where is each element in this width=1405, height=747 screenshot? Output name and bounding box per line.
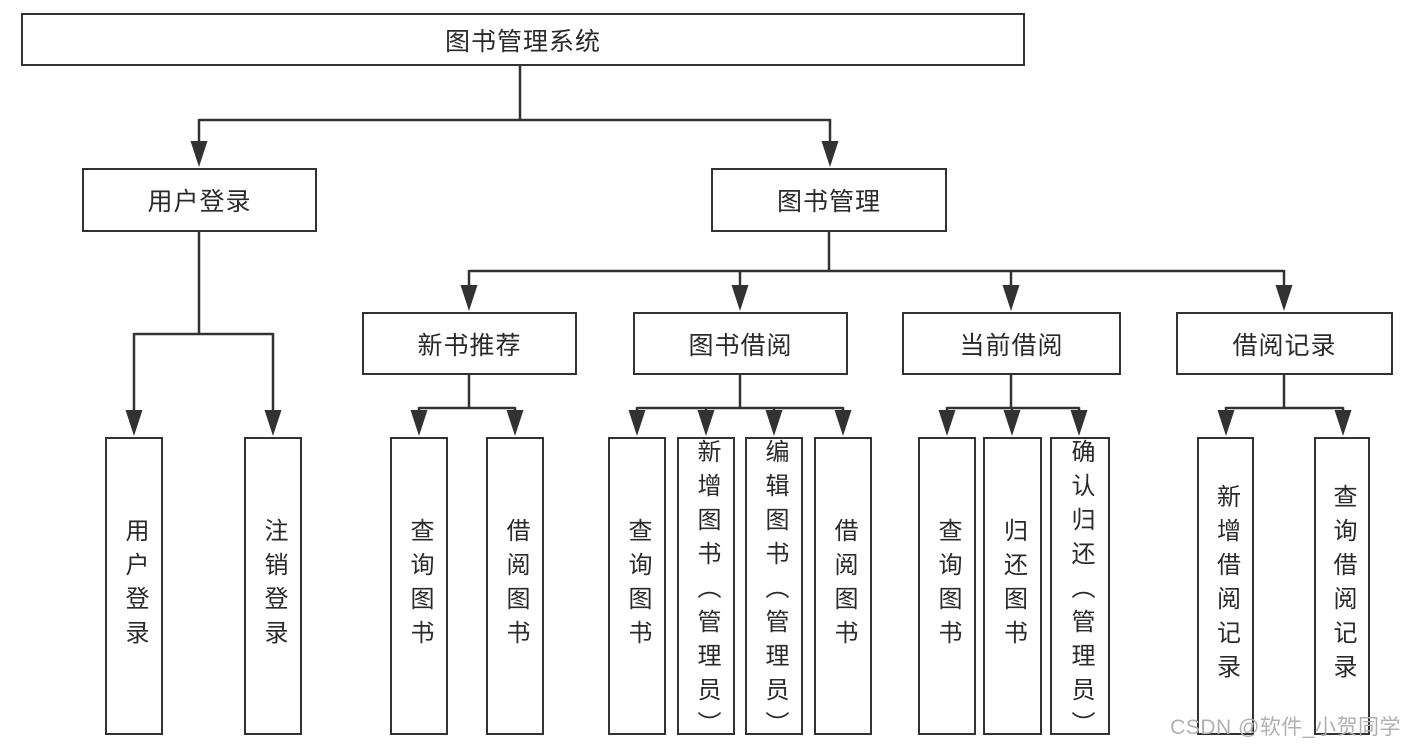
node-label: 当前借阅 bbox=[959, 331, 1064, 360]
node-label: 新书推荐 bbox=[417, 331, 522, 360]
leaf-label: 借阅图书 bbox=[502, 518, 529, 654]
leaf-query-books-current: 查询图书 bbox=[918, 437, 976, 735]
node-user-login: 用户登录 bbox=[82, 168, 317, 232]
node-library-management-system: 图书管理系统 bbox=[21, 13, 1025, 66]
node-book-borrow: 图书借阅 bbox=[633, 312, 848, 375]
node-label: 借阅记录 bbox=[1232, 331, 1337, 360]
leaf-borrow-books-recommend: 借阅图书 bbox=[486, 437, 544, 735]
node-label: 图书管理系统 bbox=[444, 27, 601, 56]
leaf-logout: 注销登录 bbox=[244, 437, 302, 735]
leaf-label: 查询借阅记录 bbox=[1329, 484, 1356, 688]
leaf-query-borrow-record: 查询借阅记录 bbox=[1314, 437, 1370, 735]
leaf-label: 用户登录 bbox=[121, 518, 148, 654]
leaf-label: 查询图书 bbox=[406, 518, 433, 654]
leaf-label: 借阅图书 bbox=[830, 518, 857, 654]
leaf-add-books-admin: 新增图书（管理员） bbox=[677, 437, 735, 745]
leaf-label: 查询图书 bbox=[624, 518, 651, 654]
leaf-label: 确认归还（管理员） bbox=[1067, 439, 1094, 745]
leaf-query-books-recommend: 查询图书 bbox=[390, 437, 448, 735]
leaf-label: 归还图书 bbox=[999, 518, 1027, 654]
leaf-user-login: 用户登录 bbox=[105, 437, 163, 735]
node-current-borrow: 当前借阅 bbox=[902, 312, 1121, 375]
node-label: 用户登录 bbox=[147, 188, 252, 216]
leaf-label: 新增借阅记录 bbox=[1212, 484, 1240, 688]
leaf-label: 注销登录 bbox=[260, 518, 287, 654]
node-borrow-records: 借阅记录 bbox=[1176, 312, 1393, 375]
leaf-label: 编辑图书（管理员） bbox=[761, 439, 788, 745]
node-new-book-recommend: 新书推荐 bbox=[362, 312, 577, 375]
node-label: 图书管理 bbox=[776, 188, 881, 216]
leaf-query-books-borrow: 查询图书 bbox=[608, 437, 666, 735]
watermark: CSDN @软件_小贺同学 bbox=[1170, 716, 1401, 739]
leaf-add-borrow-record: 新增借阅记录 bbox=[1197, 437, 1254, 735]
leaf-confirm-return-admin: 确认归还（管理员） bbox=[1050, 437, 1110, 745]
leaf-label: 新增图书（管理员） bbox=[693, 439, 720, 745]
leaf-borrow-books: 借阅图书 bbox=[814, 437, 872, 735]
leaf-edit-books-admin: 编辑图书（管理员） bbox=[745, 437, 803, 745]
node-label: 图书借阅 bbox=[688, 331, 793, 360]
node-book-management: 图书管理 bbox=[711, 168, 947, 232]
leaf-label: 查询图书 bbox=[934, 518, 961, 654]
leaf-return-books: 归还图书 bbox=[983, 437, 1042, 735]
